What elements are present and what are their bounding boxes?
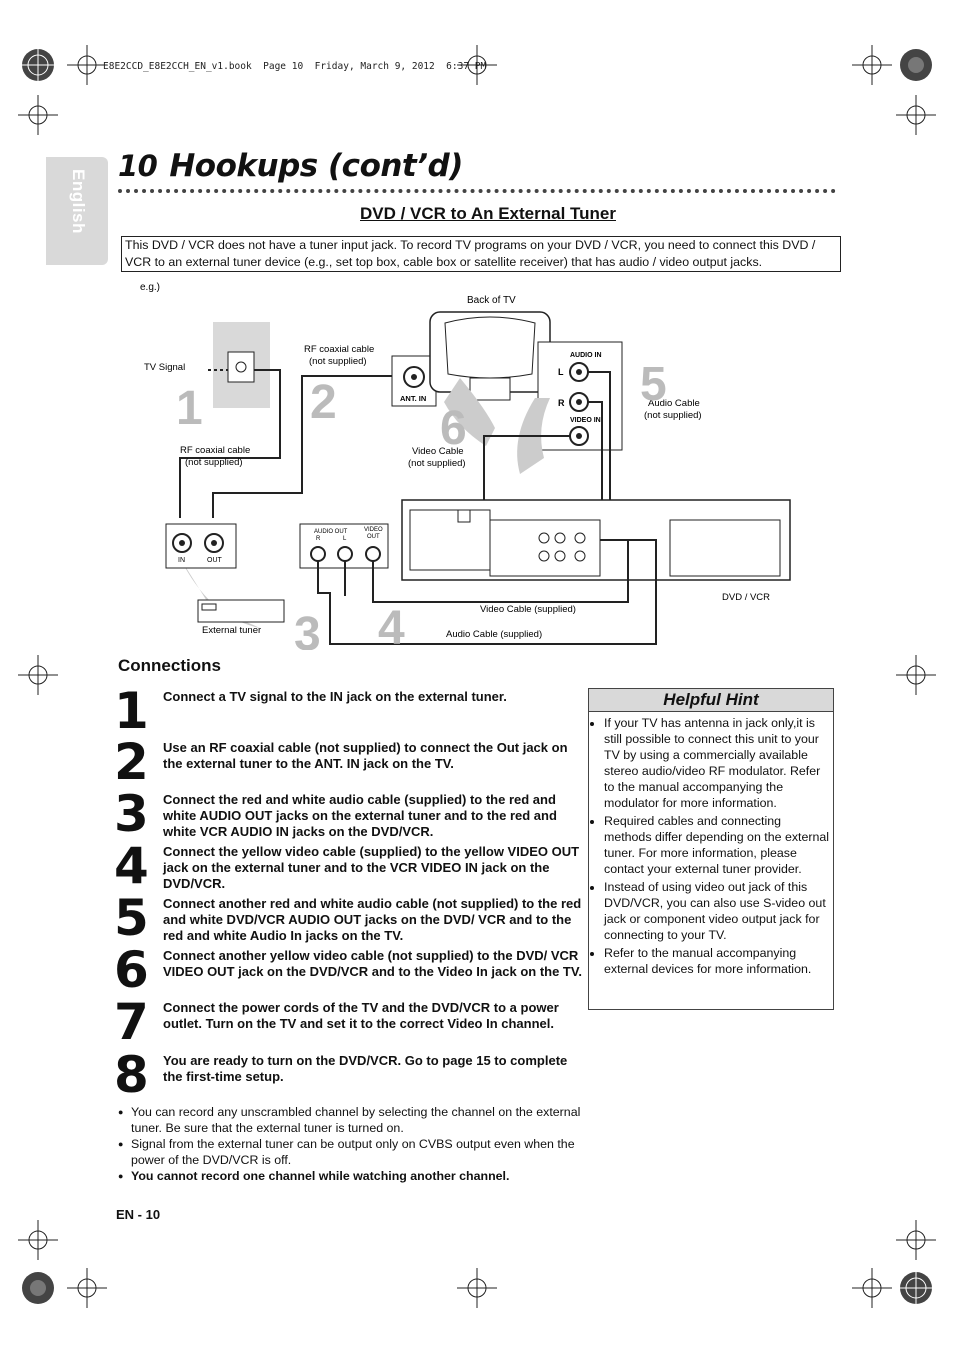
note-item: You cannot record one channel while watc… xyxy=(118,1168,598,1184)
tv-r-label: R xyxy=(558,398,565,408)
step-number: 6 xyxy=(114,941,149,999)
crosshair-icon xyxy=(18,1220,58,1260)
rf-cable-2 xyxy=(212,375,398,518)
crosshair-icon xyxy=(852,45,892,85)
tv-signal-label: TV Signal xyxy=(144,362,185,373)
hint-item: Required cables and connecting methods d… xyxy=(604,813,831,877)
page-title: 10 Hookups (cont’d) xyxy=(118,148,463,184)
video-cable-ns-label-1: Video Cable xyxy=(412,446,464,457)
step-number: 1 xyxy=(114,682,149,740)
audio-cable-5b xyxy=(588,401,603,540)
external-tuner-label: External tuner xyxy=(202,625,261,636)
registration-mark-icon xyxy=(900,1272,932,1304)
step-text: Connect another yellow video cable (not … xyxy=(163,948,582,979)
intro-box: This DVD / VCR does not have a tuner inp… xyxy=(121,236,841,272)
notes-list: You can record any unscrambled channel b… xyxy=(118,1104,598,1184)
tv-l-label: L xyxy=(558,367,564,377)
registration-mark-icon xyxy=(22,1272,54,1304)
tv-audio-in-label: AUDIO IN xyxy=(570,352,602,359)
note-item: You can record any unscrambled channel b… xyxy=(118,1104,598,1136)
video-cable-ns-label-2: (not supplied) xyxy=(408,458,466,469)
language-tab: English xyxy=(46,157,108,265)
step-number: 7 xyxy=(114,993,149,1051)
crosshair-icon xyxy=(896,95,936,135)
section-title: Hookups (cont’d) xyxy=(169,148,463,184)
tuner-l-label: L xyxy=(343,536,347,542)
step-text: Connect a TV signal to the IN jack on th… xyxy=(163,689,507,704)
step-text: Connect the power cords of the TV and th… xyxy=(163,1000,559,1031)
audio-cable-5 xyxy=(588,371,611,544)
page-number: EN - 10 xyxy=(116,1207,161,1222)
crosshair-icon xyxy=(18,655,58,695)
registration-mark-icon xyxy=(22,49,54,81)
section-number: 10 xyxy=(118,149,158,183)
step-text: Connect another red and white audio cabl… xyxy=(163,896,582,943)
dvd-vcr-label: DVD / VCR xyxy=(722,592,770,603)
helpful-hint-title: Helpful Hint xyxy=(589,689,833,712)
section-subtitle: DVD / VCR to An External Tuner xyxy=(360,204,616,223)
back-of-tv-label: Back of TV xyxy=(467,295,516,306)
tuner-video-out-label: OUT xyxy=(367,534,380,540)
tuner-in-label: IN xyxy=(178,557,185,564)
audio-cable-3 xyxy=(317,539,657,645)
rf-cable-1-label-2: (not supplied) xyxy=(185,457,243,468)
connections-heading: Connections xyxy=(118,656,221,675)
step-text: Use an RF coaxial cable (not supplied) t… xyxy=(163,740,568,771)
external-tuner-device xyxy=(197,599,285,623)
step-number: 5 xyxy=(114,889,149,947)
video-cable-s-label: Video Cable (supplied) xyxy=(480,604,576,615)
tuner-out-label: OUT xyxy=(207,557,223,564)
rf-cable-2-label-2: (not supplied) xyxy=(309,356,367,367)
crosshair-icon xyxy=(67,1268,107,1308)
registration-mark-icon xyxy=(900,49,932,81)
helpful-hint-box: Helpful Hint If your TV has antenna in j… xyxy=(588,688,834,1010)
tuner-r-label: R xyxy=(316,536,321,542)
step-text: Connect the red and white audio cable (s… xyxy=(163,792,557,839)
audio-cable-s-label: Audio Cable (supplied) xyxy=(446,629,542,640)
crosshair-icon xyxy=(457,1268,497,1308)
audio-cable-ns-label-2: (not supplied) xyxy=(644,410,702,421)
crosshair-icon xyxy=(896,1220,936,1260)
diagram-step-2: 2 xyxy=(310,376,337,429)
connection-diagram: e.g.) Back of TV TV Signal RF coaxial ca… xyxy=(140,282,791,650)
step-number: 8 xyxy=(114,1046,149,1104)
note-item: Signal from the external tuner can be ou… xyxy=(118,1136,598,1168)
rf-cable-1 xyxy=(179,369,281,518)
wall-outlet xyxy=(227,351,255,383)
crosshair-icon xyxy=(457,45,497,85)
language-tab-label: English xyxy=(69,169,88,234)
print-header: E8E2CCD_E8E2CCH_EN_v1.book Page 10 Frida… xyxy=(103,61,487,72)
video-cable-4 xyxy=(372,540,629,603)
step-text: Connect the yellow video cable (supplied… xyxy=(163,844,580,891)
eg-label: e.g.) xyxy=(140,282,160,293)
step-number: 3 xyxy=(114,785,149,843)
diagram-step-5: 5 xyxy=(640,358,667,411)
tv-video-in-label: VIDEO IN xyxy=(570,417,601,424)
crosshair-icon xyxy=(18,95,58,135)
audio-cable-ns-label-1: Audio Cable xyxy=(648,398,700,409)
hint-item: Refer to the manual accompanying externa… xyxy=(604,945,831,977)
rf-cable-2-label-1: RF coaxial cable xyxy=(304,344,374,355)
crosshair-icon xyxy=(896,655,936,695)
tuner-video-label: VIDEO xyxy=(364,527,383,533)
rf-cable-1-label-1: RF coaxial cable xyxy=(180,445,250,456)
diagram-step-6: 6 xyxy=(440,402,467,455)
diagram-step-1: 1 xyxy=(176,382,203,435)
tuner-audio-out-label: AUDIO OUT xyxy=(314,529,348,535)
crosshair-icon xyxy=(852,1268,892,1308)
hint-item: If your TV has antenna in jack only,it i… xyxy=(604,715,831,811)
dotted-divider xyxy=(118,189,836,193)
crosshair-icon xyxy=(67,45,107,85)
step-number: 2 xyxy=(114,733,149,791)
diagram-step-4: 4 xyxy=(378,602,405,650)
ant-in-label: ANT. IN xyxy=(400,394,426,403)
hint-item: Instead of using video out jack of this … xyxy=(604,879,831,943)
step-number: 4 xyxy=(114,837,149,895)
step-text: You are ready to turn on the DVD/VCR. Go… xyxy=(163,1053,568,1084)
diagram-step-3: 3 xyxy=(294,608,321,650)
